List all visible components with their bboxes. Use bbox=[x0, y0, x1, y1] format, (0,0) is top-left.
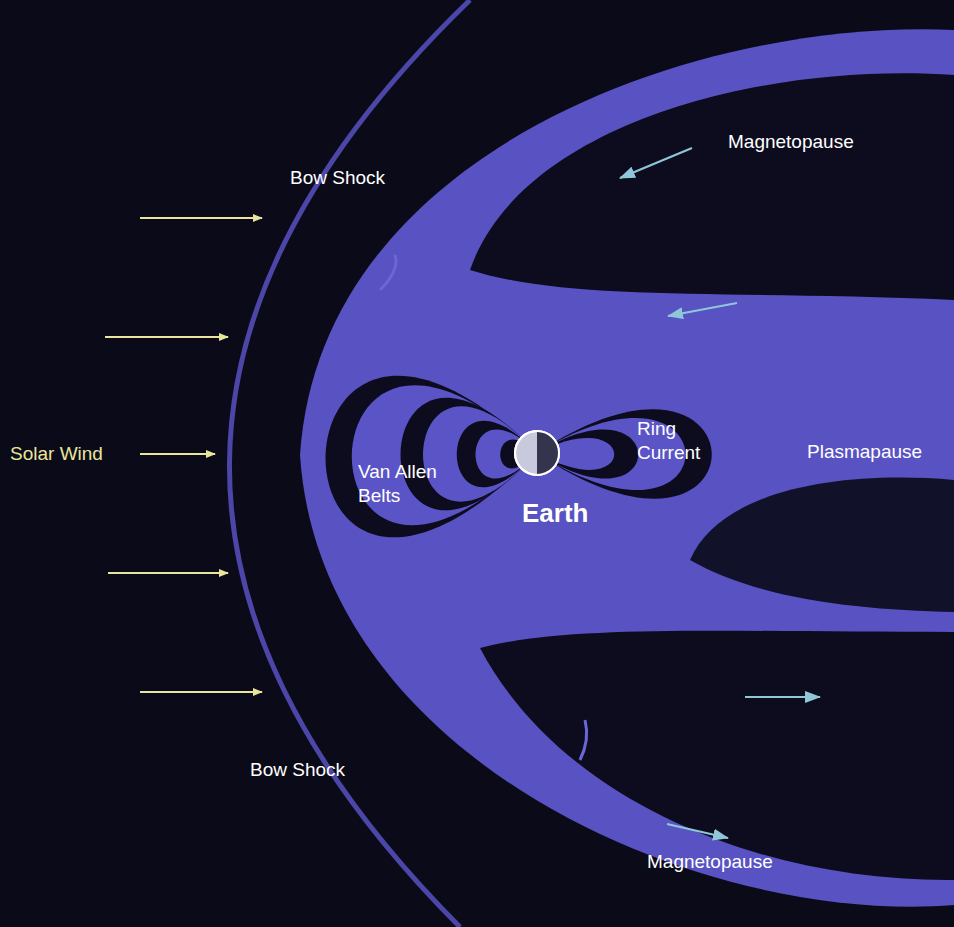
region-label: Bow Shock bbox=[250, 758, 345, 782]
region-label: Magnetopause bbox=[728, 130, 854, 154]
region-label: Earth bbox=[522, 497, 588, 530]
region-label: Magnetopause bbox=[647, 850, 773, 874]
region-label: Solar Wind bbox=[10, 442, 103, 466]
region-label: Ring Current bbox=[637, 417, 717, 465]
region-label: Plasmapause bbox=[807, 440, 922, 464]
region-label: Bow Shock bbox=[290, 166, 385, 190]
region-label: Van Allen Belts bbox=[358, 460, 442, 508]
